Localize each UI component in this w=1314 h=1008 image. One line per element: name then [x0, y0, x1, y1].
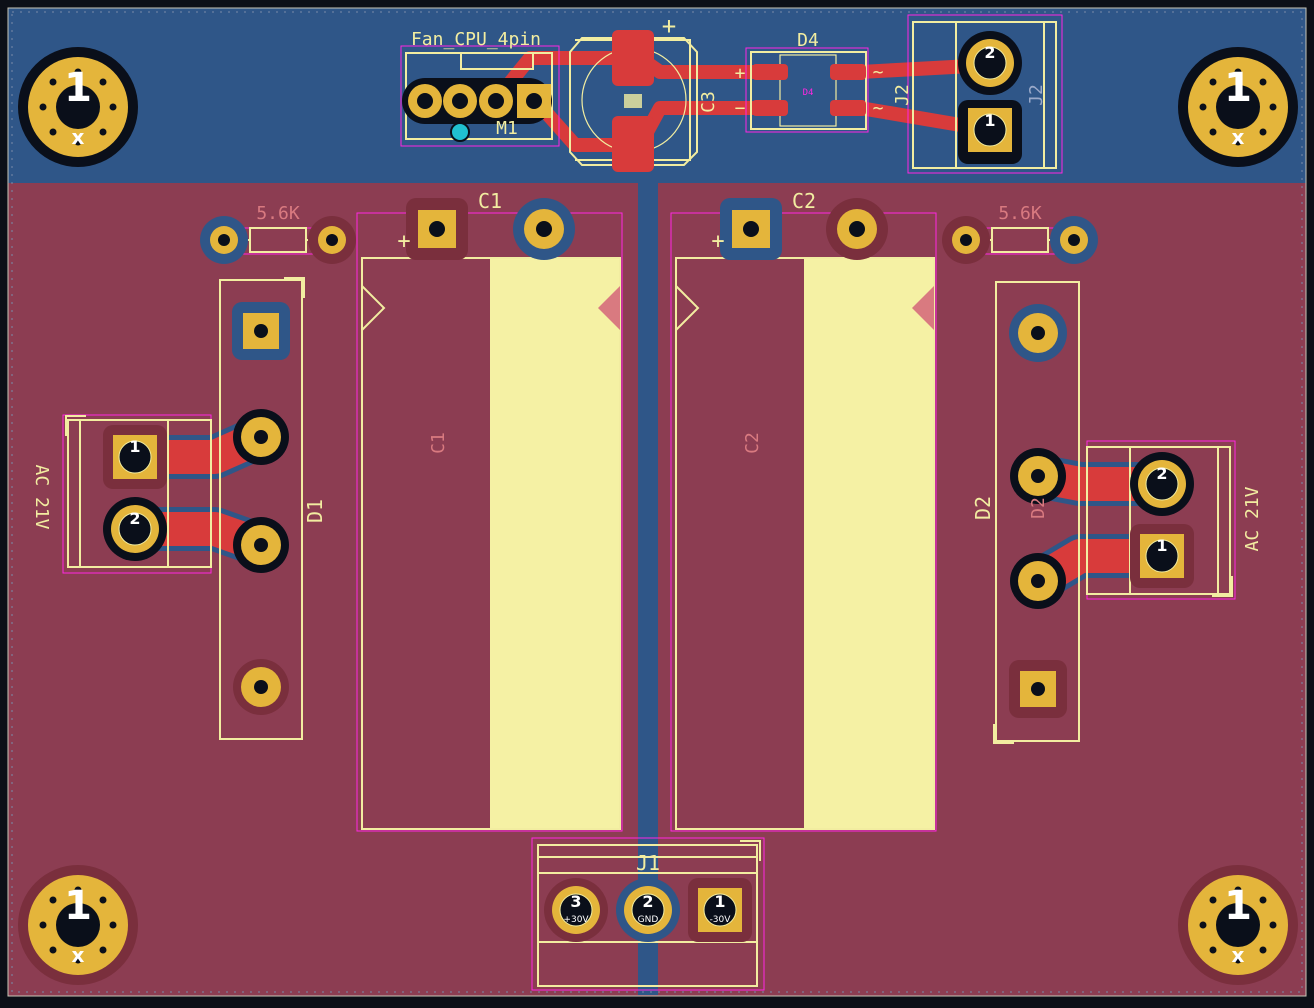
d2-reference-label: D2 [971, 496, 995, 520]
fan-connector-m1: Fan_CPU_4pin M1 [400, 29, 560, 147]
ac-connector-right: 2 1 AC 21V [1086, 440, 1263, 600]
capacitor-c2: + C2 C2 [670, 189, 937, 832]
c1-plus-mark: + [397, 229, 410, 254]
mounting-hole-top-left: 1 x [18, 47, 138, 167]
mounting-hole-bottom-right: 1 x [1178, 865, 1298, 985]
fan-reference-label: M1 [496, 118, 518, 139]
mounting-hole-number: 1 [64, 883, 92, 929]
bridge-rectifier-d4: D4 D4 + − ~ ~ [735, 30, 884, 133]
back-copper-center-strip [638, 180, 658, 995]
j2-pad2-number: 2 [984, 43, 995, 62]
mounting-hole-mark: x [72, 943, 85, 967]
d4-plus-mark: + [735, 63, 746, 84]
c3-plus-mark: + [662, 12, 676, 40]
capacitor-c1: + C1 C1 [356, 189, 623, 832]
resistor-left-value: 5.6K [256, 203, 300, 224]
j2-reference-label: J2 [892, 84, 913, 106]
resistor-left: 5.6K [200, 203, 356, 264]
ac-right-pad2-number: 2 [1156, 464, 1167, 483]
c2-fab-label: C2 [742, 432, 763, 454]
diode-bridge-d2: D2 D2 [971, 281, 1080, 744]
capacitor-c3: + C3 [569, 12, 719, 172]
ac-right-pad1-number: 1 [1156, 536, 1167, 555]
ac-left-pad1-number: 1 [129, 437, 140, 456]
output-connector-j1: 3 +30V 2 GND 1 -30V J1 [531, 837, 765, 991]
j1-pin1-number: 1 [714, 892, 725, 911]
mounting-hole-number: 1 [1224, 65, 1252, 111]
c3-reference-label: C3 [698, 91, 719, 113]
edge-cut-inner [11, 11, 1303, 993]
diode-bridge-d1: D1 [219, 277, 327, 740]
j1-pin3-net: +30V [563, 915, 589, 925]
d4-minus-mark: − [735, 98, 746, 119]
j1-pin1-net: -30V [710, 915, 732, 925]
fan-value-label: Fan_CPU_4pin [411, 29, 541, 50]
d4-ac1-mark: ~ [873, 62, 884, 83]
ac-left-pad2-number: 2 [129, 509, 140, 528]
c1-fab-label: C1 [428, 432, 449, 454]
ac-right-label: AC 21V [1242, 486, 1263, 551]
j2-fab-label: J2 [1026, 84, 1047, 106]
board-outline [7, 7, 1307, 997]
connector-j2: 2 1 J2 J2 [892, 14, 1063, 174]
d4-reference-label: D4 [797, 30, 819, 51]
ac-connector-left: 1 2 AC 21V [31, 414, 212, 574]
resistor-right-value: 5.6K [998, 203, 1042, 224]
resistor-right: 5.6K [942, 203, 1098, 264]
mounting-hole-mark: x [1232, 943, 1245, 967]
d1-reference-label: D1 [303, 499, 327, 523]
mounting-hole-mark: x [72, 125, 85, 149]
d4-ac2-mark: ~ [873, 98, 884, 119]
j1-pin3-number: 3 [570, 892, 581, 911]
back-copper-zone-top [8, 8, 1306, 185]
j2-pad1-number: 1 [984, 111, 995, 130]
j1-reference-label: J1 [636, 851, 660, 875]
via [450, 122, 470, 142]
c2-reference-label: C2 [792, 189, 816, 213]
ac-left-label: AC 21V [31, 464, 52, 529]
d2-fab-label: D2 [1028, 497, 1049, 519]
c1-reference-label: C1 [478, 189, 502, 213]
d4-fab-label: D4 [803, 88, 814, 98]
mounting-hole-number: 1 [1224, 883, 1252, 929]
c2-plus-mark: + [711, 229, 724, 254]
mounting-hole-mark: x [1232, 125, 1245, 149]
mounting-hole-number: 1 [64, 65, 92, 111]
mounting-hole-bottom-left: 1 x [18, 865, 138, 985]
j1-pin2-number: 2 [642, 892, 653, 911]
j1-pin2-net: GND [638, 915, 659, 925]
mounting-hole-top-right: 1 x [1178, 47, 1298, 167]
